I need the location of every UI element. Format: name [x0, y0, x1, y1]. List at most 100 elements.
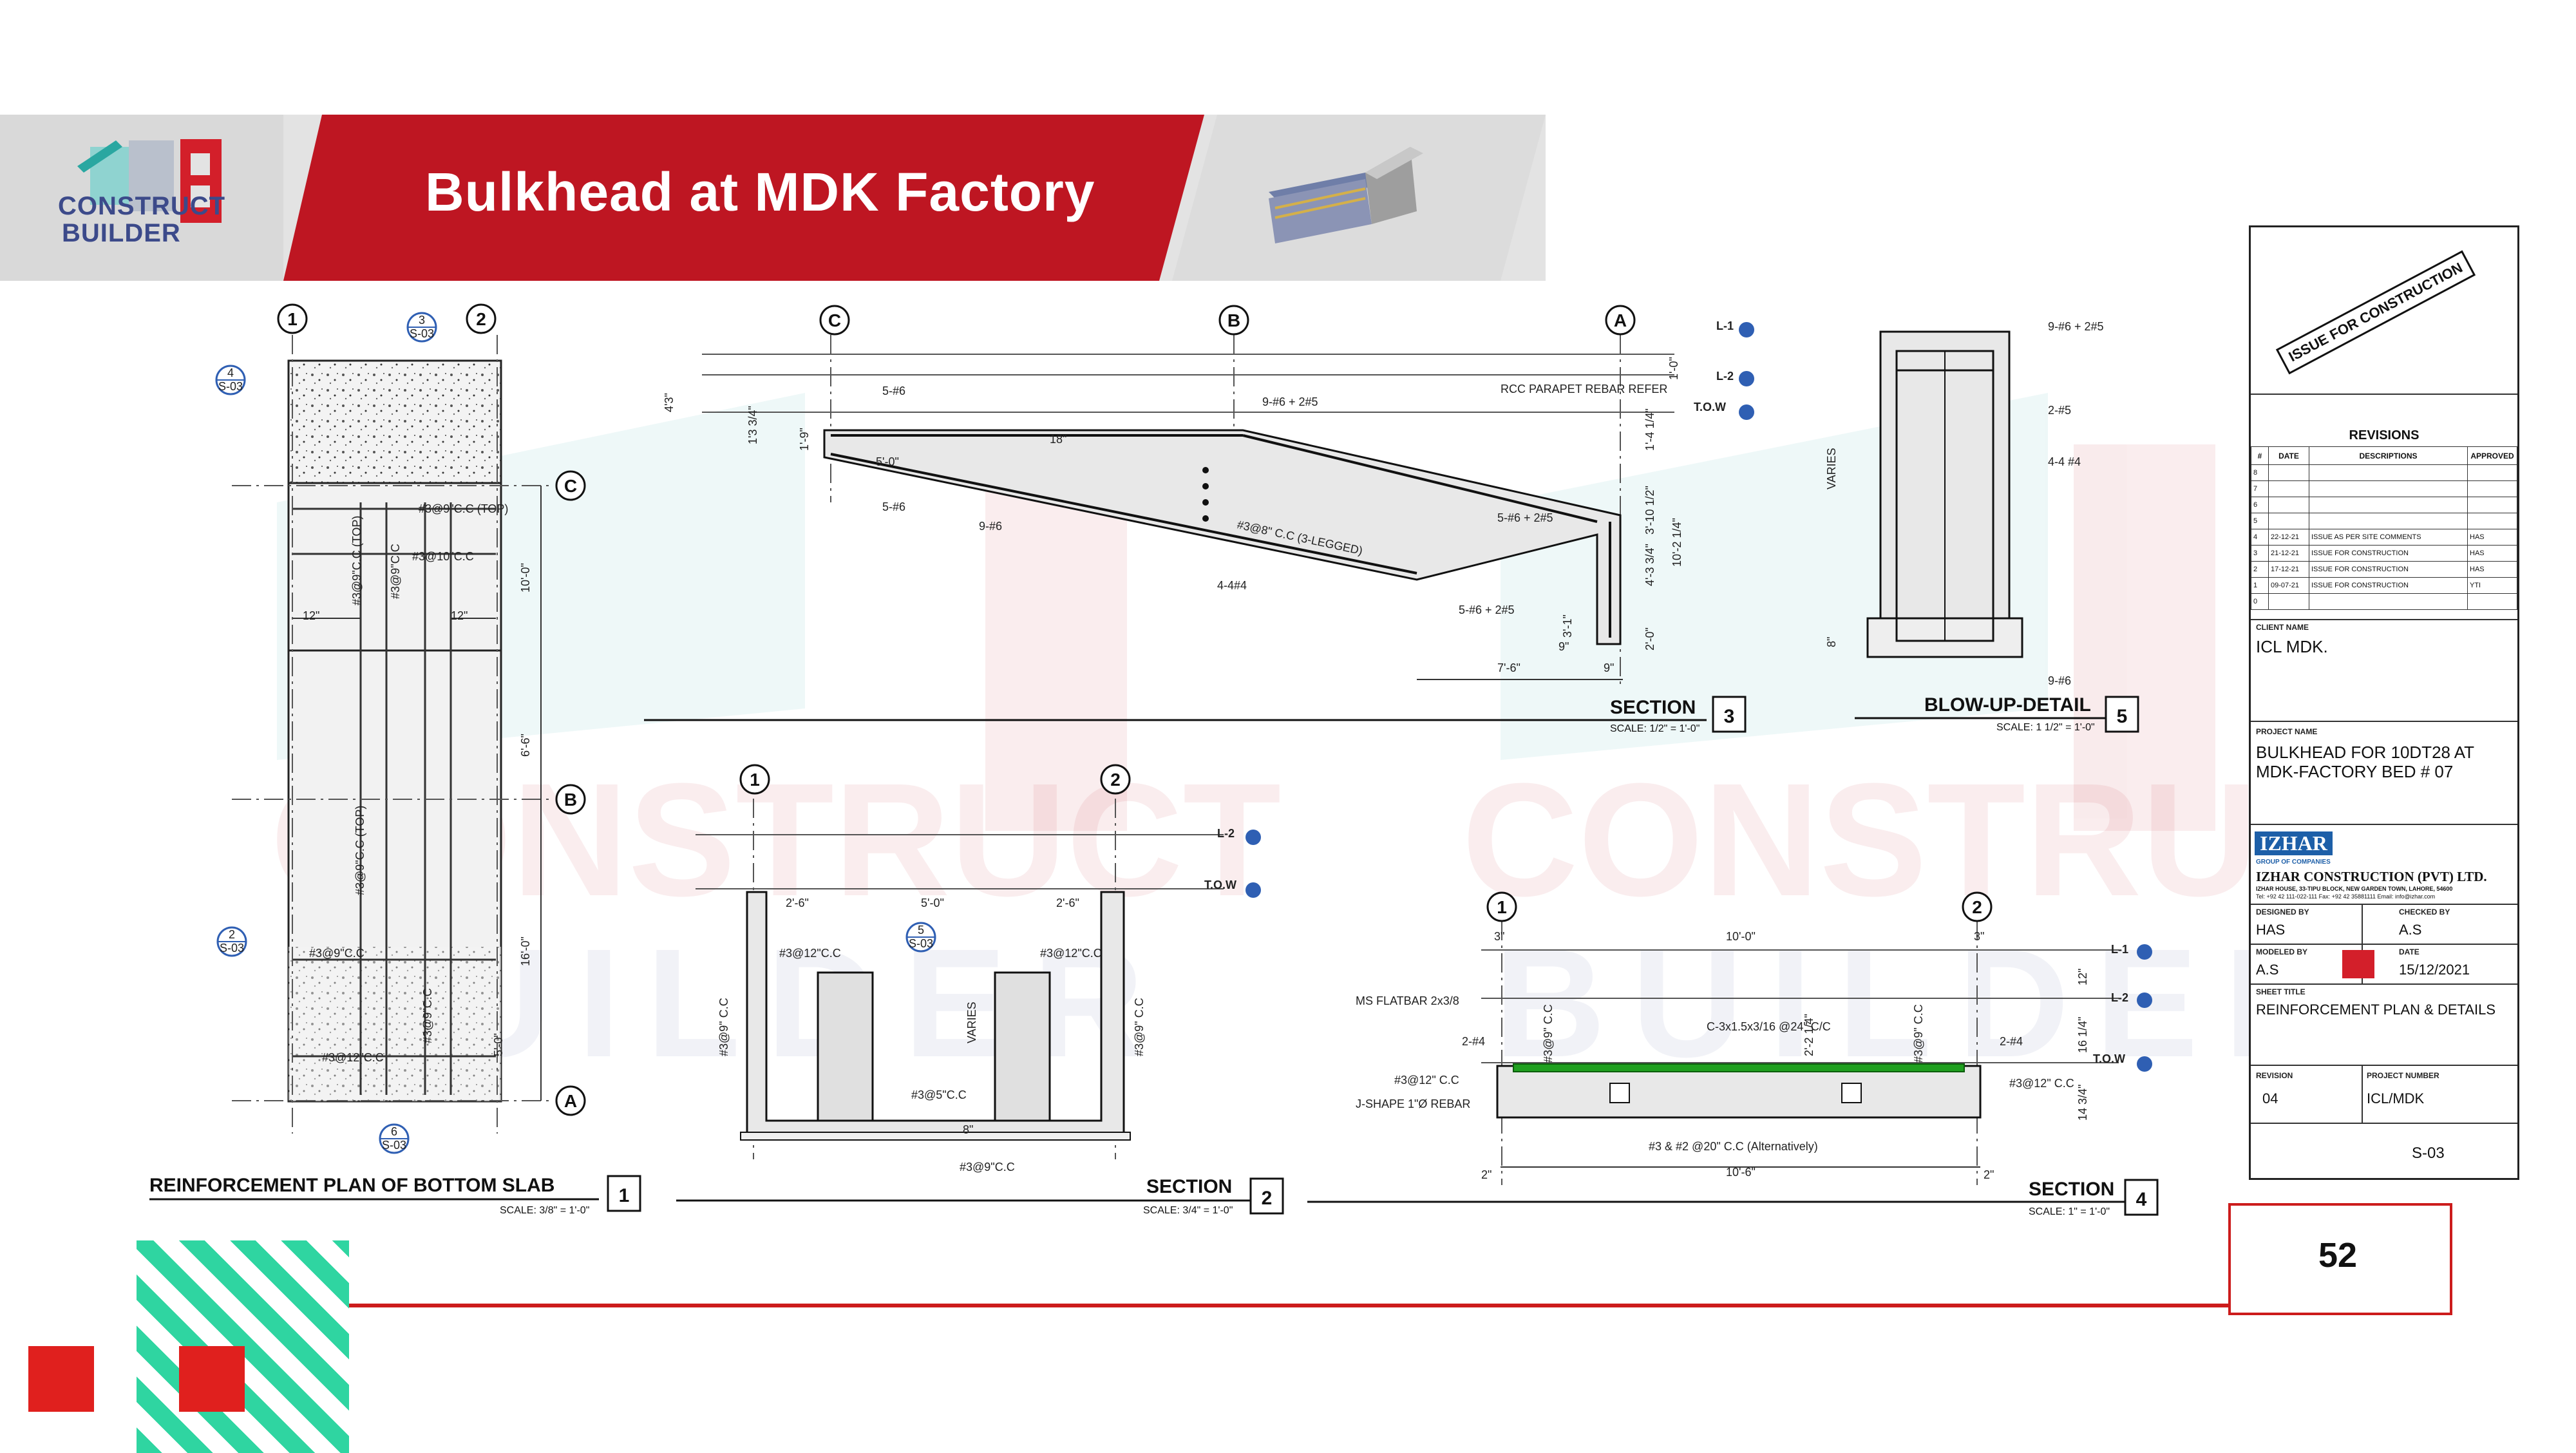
sec3-note: 9" [1604, 661, 1614, 674]
sec4-note: 2-#4 [2000, 1035, 2023, 1048]
revision-cell-desc: ISSUE FOR CONSTRUCTION [2309, 545, 2468, 562]
rev-header: DATE [2268, 446, 2309, 465]
title-block: ISSUE FOR CONSTRUCTION REVISIONS # DATE … [2249, 225, 2519, 1180]
watermark-text-right-2: BUILDER [1494, 916, 2362, 1089]
bulkhead-3d-thumbnail [1172, 115, 1546, 281]
sheet-title: REINFORCEMENT PLAN & DETAILS [2256, 1002, 2496, 1018]
sec4-note: MS FLATBAR 2x3/8 [1356, 994, 1459, 1007]
revision-cell-desc [2309, 593, 2468, 610]
logo-line1: CONSTRUCT [58, 192, 226, 220]
drawing-date: 15/12/2021 [2399, 962, 2470, 978]
designed-label: DESIGNED BY [2256, 907, 2309, 916]
plan-note: #3@9"C.C (TOP) [354, 806, 366, 895]
project-number: ICL/MDK [2367, 1090, 2425, 1106]
revision-cell-date [2268, 464, 2309, 481]
plan-note: #3@9"C.C [309, 947, 365, 960]
grid-bubble-2: 2 [1972, 897, 1982, 917]
decorative-square [28, 1346, 94, 1412]
section-3-drawing: C B A L-1 L-2 T.O.W 5-#6 9-#6 + 2#5 RCC … [644, 305, 1754, 734]
level-tow: T.O.W [1204, 878, 1236, 891]
plan-scale: SCALE: 3/8" = 1'-0" [500, 1205, 589, 1216]
revision-cell-by: HAS [2467, 529, 2517, 546]
plan-note: #3@9"C.C (TOP) [350, 516, 363, 605]
section-4-drawing: 1 2 L-1 L-2 T.O.W MS FLATBAR 2x3/8 2-#4 … [1307, 891, 2159, 1217]
date-label: DATE [2399, 947, 2420, 956]
revision-cell-date [2268, 593, 2309, 610]
sec2-note: #3@9" C.C [1133, 998, 1146, 1056]
detail5-scale: SCALE: 1 1/2" = 1'-0" [1996, 722, 2095, 733]
sec4-dim: 3" [1494, 930, 1504, 943]
sec2-title: SECTION [1146, 1176, 1232, 1197]
level-l2: L-2 [2111, 991, 2128, 1004]
revision-cell-no: 7 [2251, 480, 2269, 497]
reinforcement-plan: 1 2 C B A 3 S-03 4 S-03 2 S-03 [149, 303, 641, 1216]
logo-panel: CONSTRUCT BUILDER [0, 115, 283, 281]
dim-5ft: 5'-0" [921, 897, 944, 909]
checked-by: A.S [2399, 922, 2422, 938]
sec3-dim: 1'3 3/4" [746, 406, 759, 444]
sec2-note: #3@9" C.C [717, 998, 730, 1056]
revision-cell-no: 4 [2251, 529, 2269, 546]
revision-cell-no: 8 [2251, 464, 2269, 481]
level-l1: L-1 [2111, 943, 2128, 956]
revision-row: 5 [2251, 513, 2517, 529]
sec4-dim: 2'-2 1/4" [1803, 1014, 1815, 1056]
sec4-dim: 10'-0" [1726, 930, 1756, 943]
sec4-note: C-3x1.5x3/16 @24" C/C [1707, 1020, 1831, 1033]
revision-cell-desc [2309, 513, 2468, 529]
svg-text:S-03: S-03 [382, 1139, 406, 1152]
svg-text:S-03: S-03 [909, 937, 933, 950]
page-number: 52 [2318, 1236, 2358, 1275]
grid-bubble-b: B [564, 790, 577, 810]
plan-dim: 16'-0" [519, 936, 532, 966]
logo-line2: BUILDER [62, 219, 181, 247]
plan-dim: 10'-0" [519, 563, 532, 593]
section-callout-5: 5 S-03 [905, 922, 936, 953]
sec4-note: J-SHAPE 1"Ø REBAR [1356, 1097, 1470, 1110]
sec4-dim: 12" [2076, 969, 2089, 985]
grid-bubble-1: 1 [750, 770, 760, 790]
detail5-note: 8" [1825, 637, 1838, 647]
sec3-dim: 9" [1558, 640, 1569, 653]
construct-builder-logo [77, 139, 222, 223]
issue-stamp: ISSUE FOR CONSTRUCTION [2275, 250, 2476, 375]
sec4-dim: 10'-6" [1726, 1166, 1756, 1179]
page-title: Bulkhead at MDK Factory [425, 162, 1095, 222]
section-2-drawing: 1 2 L-2 T.O.W 2'-6" 5'-0" 2'-6" #3@12"C.… [676, 764, 1284, 1216]
sec3-dim: 4'3" [663, 393, 676, 412]
revision-row: 7 [2251, 480, 2517, 497]
sec4-dim: 14 3/4" [2076, 1085, 2089, 1121]
svg-text:3: 3 [419, 314, 425, 327]
level-l1: L-1 [1716, 319, 1734, 332]
detail5-title: BLOW-UP-DETAIL [1924, 694, 2091, 716]
detail5-note: 4-4 #4 [2048, 455, 2081, 468]
client-name: ICL MDK. [2256, 637, 2328, 656]
grid-bubble-c: C [828, 310, 841, 330]
svg-text:6: 6 [391, 1125, 397, 1138]
revision-cell-by [2467, 593, 2517, 610]
blowup-detail-5: 9-#6 + 2#5 2-#5 4-4 #4 9-#6 VARIES 8" BL… [1825, 320, 2139, 733]
revision-cell-no: 0 [2251, 593, 2269, 610]
plan-note: #3@9"C.C [389, 544, 402, 599]
svg-text:2: 2 [229, 928, 235, 941]
project-name: BULKHEAD FOR 10DT28 AT MDK-FACTORY BED #… [2256, 743, 2474, 781]
sec2-note: #3@5"C.C [911, 1088, 967, 1101]
sec3-note: 7'-6" [1497, 661, 1520, 674]
dim-2ft6: 2'-6" [1056, 897, 1079, 909]
sec3-note: 5'-0" [876, 455, 899, 468]
sec4-dim: 2" [1481, 1168, 1492, 1181]
title-banner [283, 115, 1204, 281]
sheet-label: SHEET TITLE [2256, 987, 2306, 996]
page-number-box [2228, 1203, 2452, 1315]
checked-label: CHECKED BY [2399, 907, 2450, 916]
revision-cell-date: 17-12-21 [2268, 561, 2309, 578]
sec4-number: 4 [2136, 1189, 2147, 1210]
grid-bubble-1: 1 [287, 309, 298, 329]
level-l2: L-2 [1716, 370, 1734, 383]
revision-cell-desc [2309, 497, 2468, 513]
revision-cell-by [2467, 497, 2517, 513]
section-callout-4: 4 S-03 [215, 365, 246, 395]
izhar-logo: IZHAR [2255, 831, 2333, 855]
revision-cell-date [2268, 480, 2309, 497]
